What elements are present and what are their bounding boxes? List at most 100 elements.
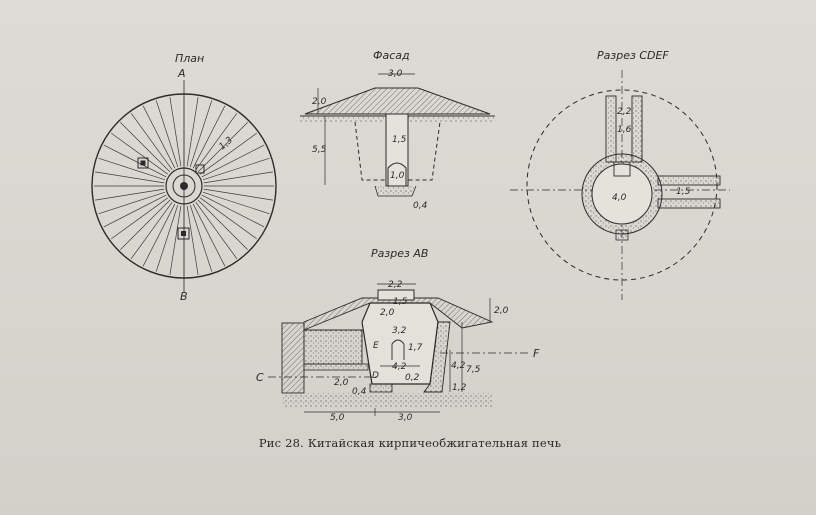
plan-radial-line [199, 197, 258, 240]
plan-radial-line [202, 157, 270, 181]
section-ab-letter-c: C [256, 371, 264, 384]
section-ab-dim-top: 2,2 [388, 280, 403, 290]
section-ab-right-wall [423, 321, 451, 393]
facade-door-arch [387, 162, 407, 186]
section-ab-dim-roof-height: 2,0 [494, 306, 509, 316]
plan-radial-line [203, 188, 273, 201]
plan-chimney-core [180, 182, 188, 190]
section-ab-flue [303, 363, 369, 371]
plan-radial-lines [94, 96, 274, 276]
section-ab-top-opening [377, 289, 415, 301]
plan-radial-line [199, 132, 258, 175]
plan-radial-line [197, 122, 248, 173]
facade-view: Фасад 3,0 2,0 5,5 1,5 1,0 0,4 [300, 49, 495, 211]
facade-dim-roof: 2,0 [312, 97, 327, 107]
plan-radial-line [169, 97, 182, 167]
section-ab-door [391, 339, 405, 360]
plan-radial-line [189, 100, 213, 168]
section-ab-ground [282, 393, 492, 407]
section-ab-dim-total: 7,5 [466, 365, 481, 375]
plan-view: План А В 1,3 [91, 52, 277, 303]
plan-radial-line [98, 191, 166, 215]
section-ab-dim-base: 1,2 [452, 383, 467, 393]
section-cdef-base-block [615, 229, 629, 241]
plan-radial-line [203, 171, 273, 184]
plan-door-square-core [181, 231, 186, 236]
plan-radial-line [155, 100, 179, 168]
section-ab-dim-cone: 2,0 [380, 308, 395, 318]
section-cdef-chamber [591, 163, 653, 225]
plan-radial-line [195, 112, 238, 171]
plan-radial-line [195, 201, 238, 260]
section-ab-dim-opening: 1,5 [393, 297, 408, 307]
facade-roof [304, 87, 491, 115]
plan-radial-line [103, 144, 167, 178]
section-ab-letter-d: D [372, 371, 379, 381]
section-ab-fill-left [303, 329, 363, 365]
section-cdef-dim-chamber: 4,0 [612, 193, 627, 203]
plan-label-a: А [177, 67, 186, 80]
section-cdef-flue-bottom [657, 198, 721, 209]
plan-radial-line [169, 205, 182, 275]
plan-radial-line [142, 105, 176, 169]
facade-dim-shaft: 1,5 [392, 135, 407, 145]
plan-radial-line [95, 188, 165, 201]
section-ab-pit [369, 383, 393, 393]
plan-label-b: В [180, 290, 188, 303]
figure-caption: Рис 28. Китайская кирпичеобжигательная п… [258, 436, 562, 450]
plan-chimney-outer [165, 167, 203, 205]
plan-radial-line [95, 171, 165, 184]
section-cdef-dim-inner: 1,6 [617, 125, 632, 135]
facade-dim-width: 3,0 [388, 69, 403, 79]
section-cdef-view: Разрез CDEF 2,2 1,6 4,0 1,5 [510, 49, 730, 300]
plan-radial-line [186, 205, 199, 275]
facade-dim-height: 5,5 [312, 145, 327, 155]
section-ab-dim-flue: 2,0 [334, 378, 349, 388]
section-ab-letter-e: E [373, 341, 379, 351]
section-ab-dim-pit: 0,4 [352, 387, 367, 397]
plan-radial-line [202, 191, 270, 215]
section-ab-dim-door: 1,7 [408, 343, 423, 353]
section-ab-letter-f: F [533, 347, 540, 360]
section-ab-left-wall [281, 322, 305, 394]
plan-vent-square-right [195, 164, 205, 174]
plan-chimney-middle [172, 174, 196, 198]
plan-radial-line [98, 157, 166, 181]
section-cdef-grate [613, 161, 631, 177]
section-ab-title: Разрез АВ [371, 247, 428, 260]
section-cdef-dim-flue: 1,5 [676, 187, 691, 197]
section-cdef-shaft-wall-right [631, 95, 643, 163]
section-cdef-dim-shaft: 2,2 [617, 107, 632, 117]
section-ab-dim-chamber-width: 3,2 [392, 326, 407, 336]
plan-radial-line [130, 201, 173, 260]
section-ab-dim-right-span: 3,0 [398, 413, 413, 423]
plan-title: План [175, 52, 204, 65]
plan-radial-line [110, 132, 169, 175]
plan-radial-line [201, 194, 265, 228]
plan-door-square [177, 227, 190, 240]
facade-dim-foot: 0,4 [413, 201, 428, 211]
section-ab-dim-gap: 0,2 [405, 373, 420, 383]
plan-radial-line [201, 144, 265, 178]
facade-dim-door: 1,0 [390, 171, 405, 181]
plan-radial-line [120, 199, 171, 250]
plan-outer-circle [91, 93, 277, 279]
facade-foot [374, 185, 417, 197]
section-cdef-shaft-wall-left [605, 95, 617, 163]
plan-radial-line [197, 199, 248, 250]
section-cdef-flue-top [657, 175, 721, 186]
plan-radial-line [103, 194, 167, 228]
plan-radial-line [186, 97, 199, 167]
plan-radial-line [192, 203, 226, 267]
section-ab-dim-floor: 4,2 [392, 362, 407, 372]
plan-radial-line [110, 197, 169, 240]
section-ab-dim-left-span: 5,0 [330, 413, 345, 423]
plan-radial-line [155, 204, 179, 272]
plan-vent-square-left-core [140, 160, 146, 166]
plan-radial-line [120, 122, 171, 173]
section-cdef-title: Разрез CDEF [597, 49, 669, 62]
section-ab-view: Разрез АВ 2,2 1,5 2,0 2,0 3,2 1,7 E 4,2 … [256, 247, 540, 423]
plan-vent-square-left [137, 157, 149, 169]
